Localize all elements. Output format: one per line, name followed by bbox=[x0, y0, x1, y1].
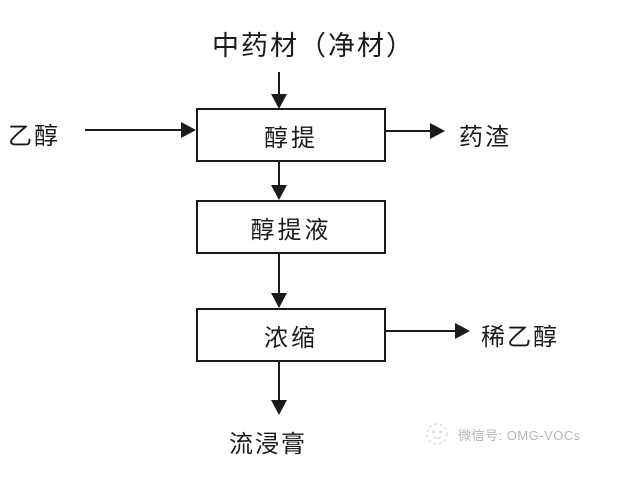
arrow-concentration-to-dilute-ethanol-head-icon bbox=[455, 323, 470, 339]
node-alcohol-extract-liquid-label: 醇提液 bbox=[250, 216, 332, 244]
arrow-concentration-to-fluid-extract-shaft bbox=[278, 362, 280, 401]
arrow-concentration-to-fluid-extract-head-icon bbox=[271, 400, 287, 415]
node-alcohol-extraction-label: 醇提 bbox=[264, 124, 318, 152]
arrow-ethanol-to-extraction-shaft bbox=[85, 129, 182, 131]
watermark-text: 微信号: OMG-VOCs bbox=[458, 427, 581, 443]
arrow-extraction-to-liquid-head-icon bbox=[271, 185, 287, 200]
node-concentration-label: 浓缩 bbox=[264, 324, 318, 352]
arrow-extraction-to-liquid-shaft bbox=[278, 162, 280, 186]
label-output-dilute-ethanol: 稀乙醇 bbox=[481, 324, 559, 351]
label-input-ethanol: 乙醇 bbox=[8, 123, 60, 150]
wechat-logo-icon bbox=[426, 423, 448, 445]
arrow-title-to-extraction-head-icon bbox=[271, 94, 287, 109]
arrow-title-to-extraction-shaft bbox=[278, 72, 280, 96]
node-alcohol-extract-liquid: 醇提液 bbox=[196, 200, 386, 254]
arrow-concentration-to-dilute-ethanol-shaft bbox=[384, 330, 456, 332]
watermark: 微信号: OMG-VOCs bbox=[424, 421, 581, 447]
diagram-title: 中药材（净材） bbox=[212, 31, 415, 61]
node-concentration: 浓缩 bbox=[196, 308, 386, 362]
label-output-fluid-extract: 流浸膏 bbox=[229, 431, 307, 458]
arrow-extraction-to-residue-head-icon bbox=[430, 123, 445, 139]
arrow-ethanol-to-extraction-head-icon bbox=[181, 122, 196, 138]
node-alcohol-extraction: 醇提 bbox=[196, 108, 386, 162]
arrow-liquid-to-concentration-shaft bbox=[278, 254, 280, 294]
label-output-residue: 药渣 bbox=[459, 124, 511, 151]
arrow-liquid-to-concentration-head-icon bbox=[271, 293, 287, 308]
arrow-extraction-to-residue-shaft bbox=[384, 130, 431, 132]
